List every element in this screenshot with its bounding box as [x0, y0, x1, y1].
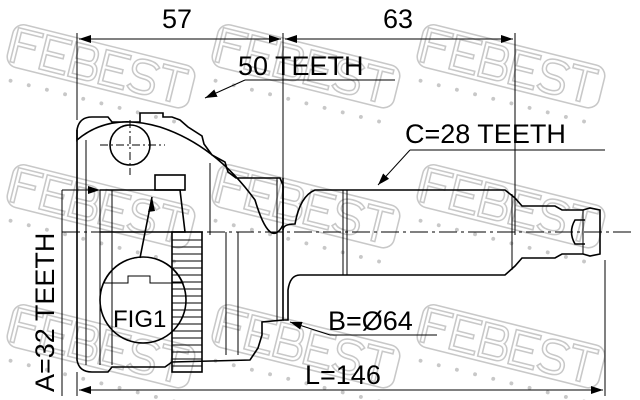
watermark-tagline-mark — [231, 223, 236, 228]
watermark-tagline-mark — [8, 218, 13, 223]
watermark-tagline-mark — [563, 114, 568, 119]
watermark-tagline-mark — [99, 381, 104, 386]
watermark-tagline-mark — [563, 394, 568, 399]
watermark-tagline-mark — [26, 83, 31, 88]
watermark-tagline-mark — [509, 241, 514, 246]
watermark-tagline-mark — [286, 236, 291, 241]
watermark-tagline-mark — [249, 227, 254, 232]
watermark-tagline-mark — [491, 376, 496, 381]
watermark-tagline-mark — [172, 119, 176, 124]
watermark-tagline-mark — [44, 227, 49, 232]
spline-a-label: A=32 TEETH — [30, 233, 60, 392]
watermark-tagline-mark — [286, 376, 291, 381]
watermark-tagline-mark — [286, 96, 291, 101]
watermark-tagline-mark — [436, 83, 441, 88]
febest-watermark — [1, 22, 197, 124]
watermark-tagline-mark — [418, 218, 423, 223]
watermark-tagline-mark — [26, 223, 31, 228]
watermark-tagline-mark — [358, 254, 363, 259]
watermark-tagline-mark — [135, 390, 140, 395]
watermark-tagline-mark — [304, 241, 309, 246]
watermark-tagline-mark — [322, 105, 327, 110]
watermark-tagline-mark — [454, 87, 459, 92]
shaft — [282, 189, 601, 321]
watermark-tagline-mark — [545, 110, 550, 115]
watermark-tagline-mark — [8, 358, 13, 363]
watermark-tagline-mark — [454, 367, 459, 372]
watermark-tagline-mark — [358, 114, 363, 119]
watermark-tagline-mark — [358, 394, 363, 399]
watermark-tagline-mark — [436, 223, 441, 228]
watermark-tagline-mark — [81, 376, 86, 381]
watermark-tagline-mark — [249, 367, 254, 372]
watermark-tagline-mark — [213, 218, 218, 223]
dimension-lines — [61, 33, 606, 396]
watermark-tagline-mark — [44, 87, 49, 92]
length-l-label: L=146 — [305, 360, 381, 390]
watermark-tagline-mark — [213, 78, 218, 83]
watermark-tagline-mark — [509, 381, 514, 386]
spline-c-label: C=28 TEETH — [405, 119, 566, 149]
watermark-tagline-mark — [249, 87, 254, 92]
fig1-label: FIG1 — [113, 306, 166, 333]
febest-watermark — [411, 22, 607, 124]
febest-watermark — [411, 162, 607, 264]
febest-watermark — [411, 302, 607, 400]
watermark-tagline-mark — [418, 78, 423, 83]
watermark-tagline-mark — [473, 232, 478, 237]
watermark-tagline-mark — [563, 254, 568, 259]
watermark-tagline-mark — [81, 236, 86, 241]
watermark-tagline-mark — [63, 372, 68, 377]
watermark-tagline-mark — [473, 372, 478, 377]
watermark-tagline-mark — [491, 236, 496, 241]
watermark-tagline-mark — [63, 92, 68, 97]
watermark-tagline-mark — [99, 101, 104, 106]
watermark-tagline-mark — [527, 245, 532, 250]
watermark-tagline-mark — [509, 101, 514, 106]
watermark-tagline-mark — [545, 390, 550, 395]
watermark-tagline-mark — [377, 119, 381, 124]
watermark-tagline-mark — [135, 110, 140, 115]
watermark-tagline-mark — [231, 363, 236, 368]
watermark-tagline-mark — [545, 250, 550, 255]
dim-57: 57 — [162, 4, 192, 34]
watermark-tagline-mark — [436, 363, 441, 368]
watermark-tagline-mark — [582, 259, 586, 264]
watermark-tagline-mark — [44, 367, 49, 372]
watermark-tagline-mark — [304, 101, 309, 106]
watermark-tagline-mark — [153, 114, 158, 119]
outer-teeth-label: 50 TEETH — [238, 51, 364, 81]
watermark-tagline-mark — [340, 110, 345, 115]
watermark-tagline-mark — [153, 394, 158, 399]
fig1-detail: FIG1 — [99, 196, 187, 344]
watermark-tagline-mark — [81, 96, 86, 101]
watermark-tagline-mark — [8, 78, 13, 83]
watermark-tagline-mark — [527, 105, 532, 110]
watermark-tagline-mark — [473, 92, 478, 97]
watermark-tagline-mark — [304, 381, 309, 386]
watermark-tagline-mark — [117, 105, 122, 110]
watermark-tagline-mark — [491, 96, 496, 101]
watermark-tagline-mark — [340, 390, 345, 395]
watermark-tagline-mark — [377, 259, 381, 264]
diameter-b-label: B=Ø64 — [328, 306, 413, 336]
watermark-tagline-mark — [26, 363, 31, 368]
watermark-tagline-mark — [117, 245, 122, 250]
watermark-tagline-mark — [135, 250, 140, 255]
watermark-tagline-mark — [418, 358, 423, 363]
watermark-tagline-mark — [268, 372, 273, 377]
outer-joint-body — [76, 112, 284, 373]
dim-63: 63 — [383, 4, 413, 34]
febest-watermark — [206, 22, 402, 124]
watermark-tagline-mark — [322, 245, 327, 250]
watermark-tagline-mark — [454, 227, 459, 232]
watermark-tagline-mark — [63, 232, 68, 237]
watermark-tagline-mark — [268, 92, 273, 97]
watermark-tagline-mark — [582, 119, 586, 124]
